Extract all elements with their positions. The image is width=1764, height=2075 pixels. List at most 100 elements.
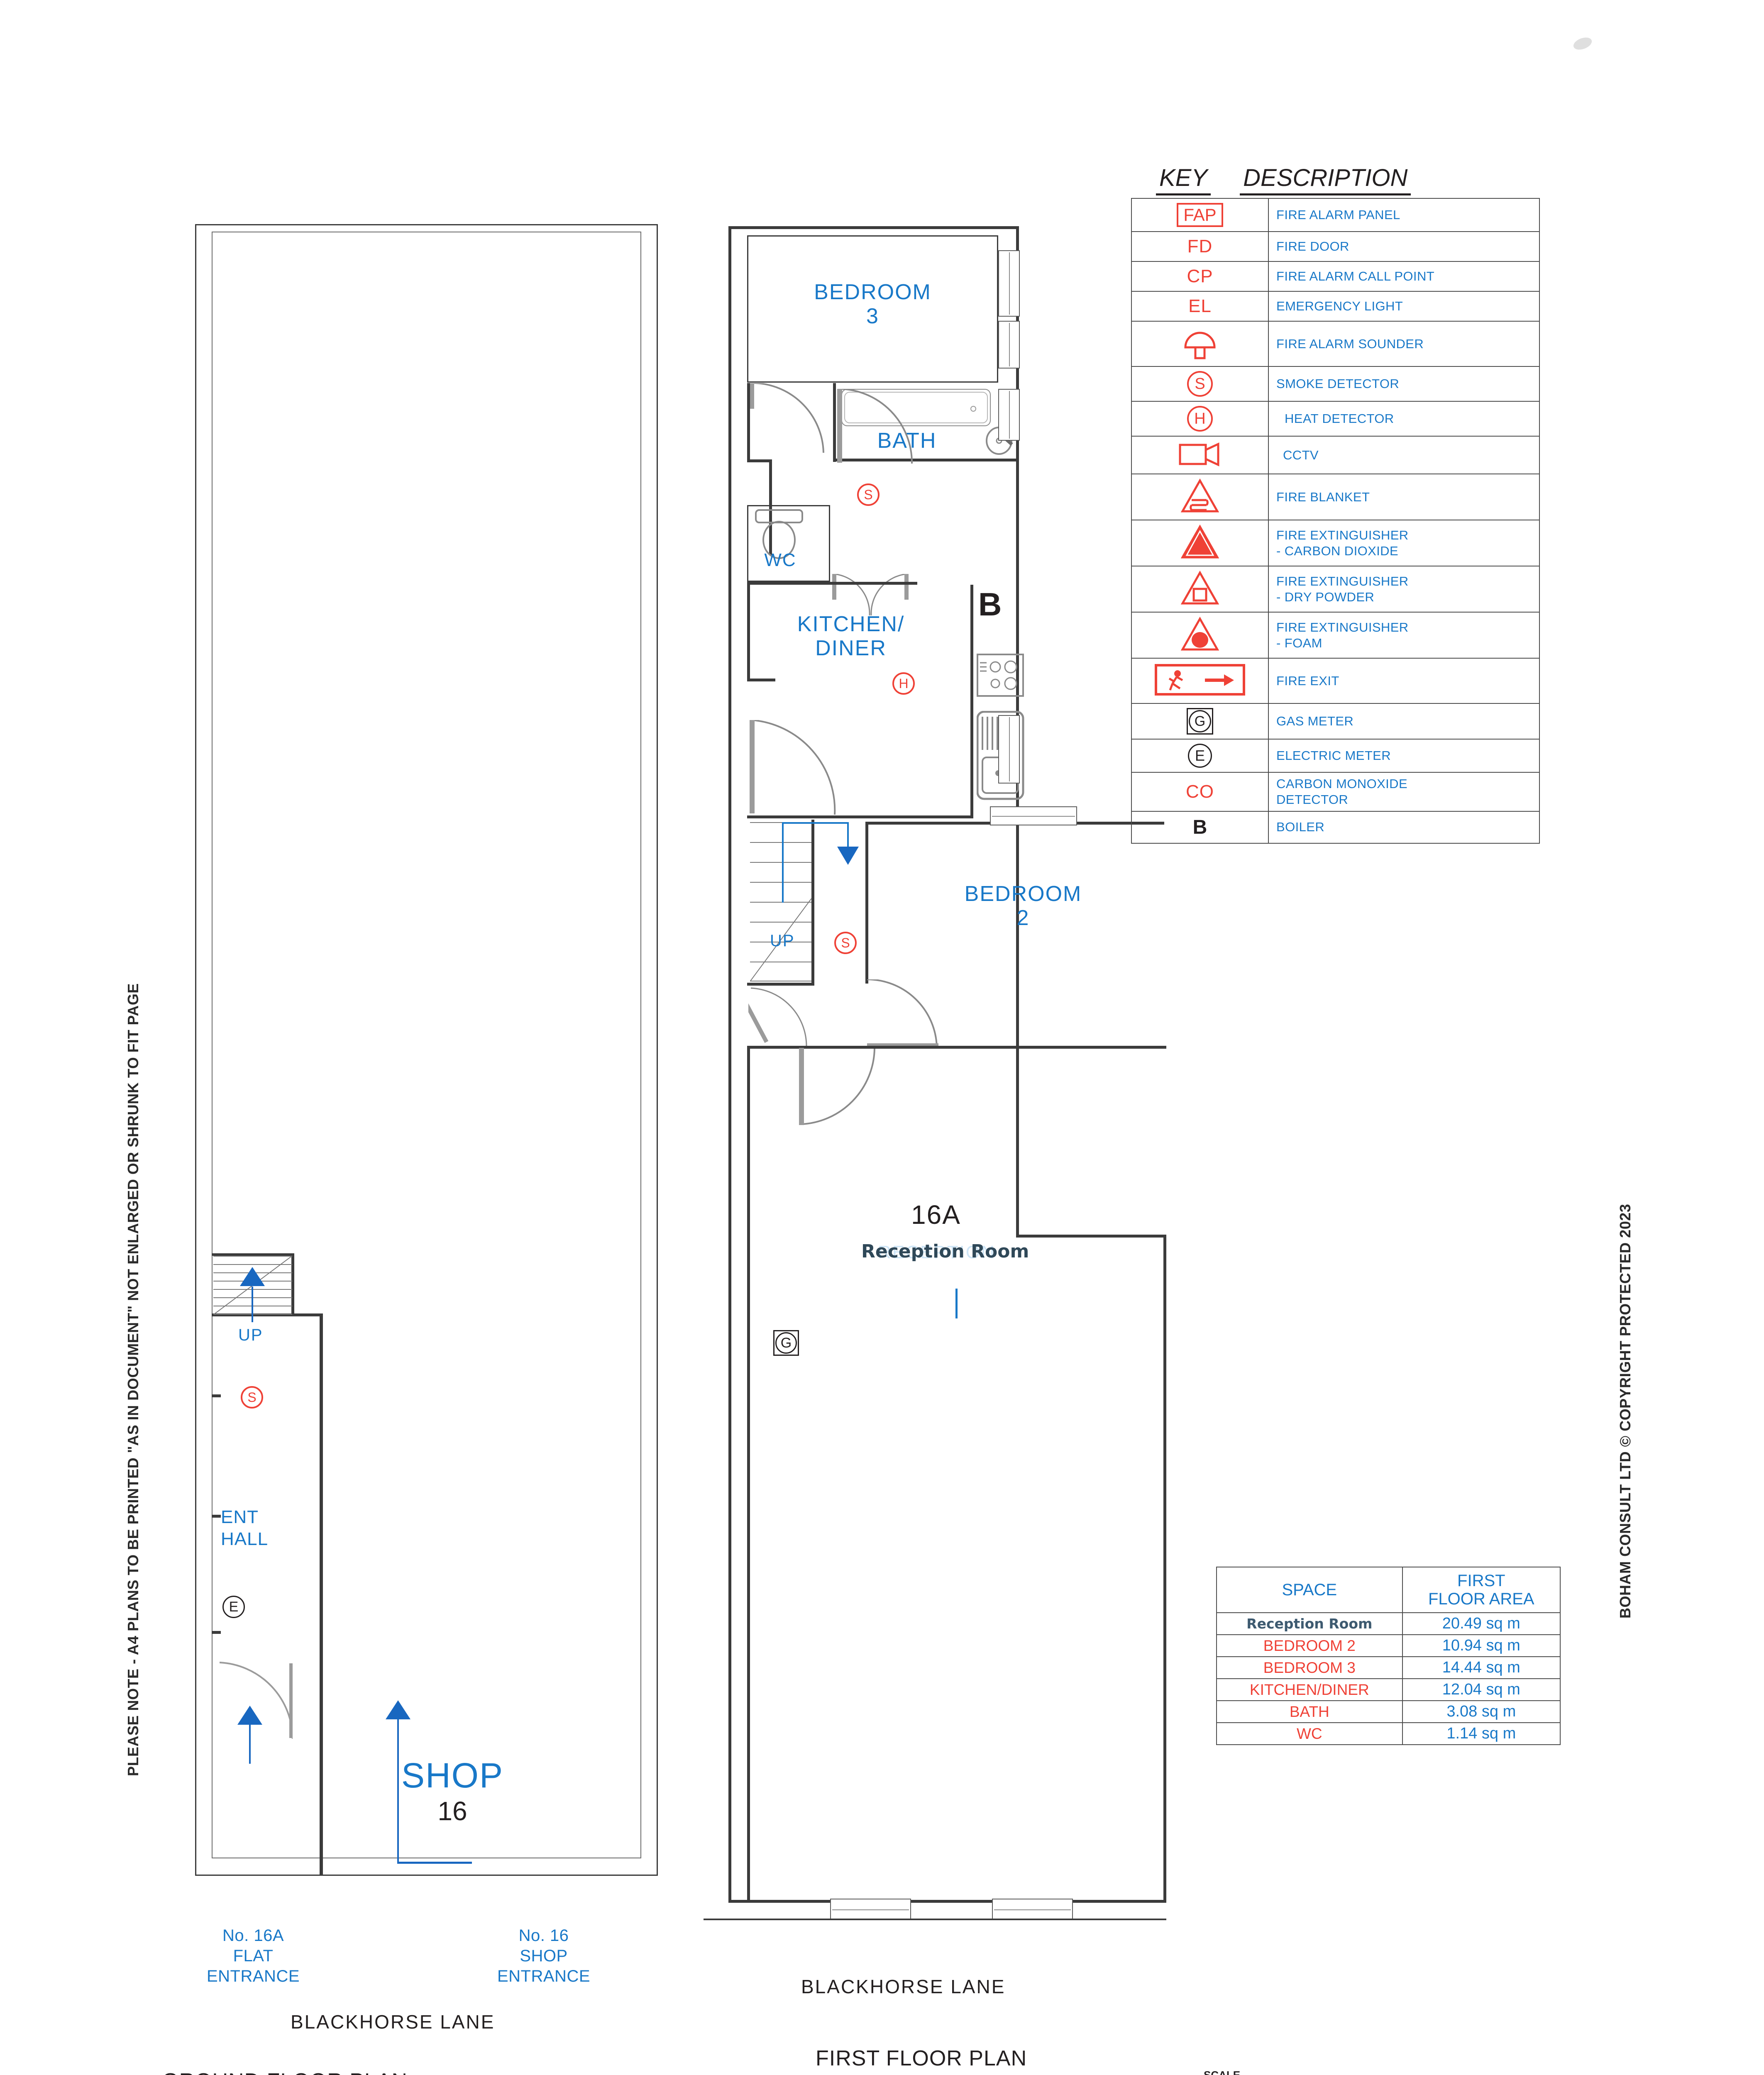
ff-rear-ext-wall [1016,1235,1165,1238]
key-desc: FIRE EXTINGUISHER - FOAM [1268,612,1540,659]
gf-ent-hall-line2: HALL [221,1528,269,1549]
ff-reception-left-wall [747,1046,750,1901]
ff-bedroom3-door-swing [749,383,824,453]
key-row: E ELECTRIC METER [1131,739,1540,773]
key-symbol-ext-co2 [1131,520,1269,566]
gf-caption: GROUND FLOOR PLAN SCALE 1:100 [162,2069,408,2075]
gf-shop-entrance-l1: No. 16 [518,1926,569,1945]
key-symbol-gas: G [1131,703,1269,740]
area-row: KITCHEN/DINER 12.04 sq m [1216,1678,1561,1701]
ff-outer-left-wall [728,226,731,1903]
ff-kitchen-right-wall [970,585,973,817]
key-row: H HEAT DETECTOR [1131,401,1540,437]
key-symbol-ext-dry [1131,566,1269,613]
area-col-area-l1: FIRST [1457,1572,1505,1590]
ff-kitchen-window [998,715,1020,784]
gf-hall-nib-2 [212,1515,221,1518]
ff-bath-bottom-wall [833,459,1018,461]
key-desc-l1: FIRE EXTINGUISHER [1276,620,1409,635]
gf-hall-top-wall [212,1313,323,1316]
key-row: CO CARBON MONOXIDE DETECTOR [1131,772,1540,812]
ff-front-cill [704,1919,1166,1920]
ff-gas-meter-letter: G [775,1332,797,1354]
ff-bath-left-wall [833,383,836,462]
electric-meter-icon: E [1188,744,1212,768]
ff-bath-door-swing [837,389,913,464]
key-desc: FIRE EXTINGUISHER - DRY POWDER [1268,566,1540,613]
area-value: 1.14 sq m [1402,1722,1561,1745]
gf-caption-title: GROUND FLOOR PLAN [162,2069,408,2075]
ff-landing-door-swing [748,987,807,1047]
key-desc-l2: DETECTOR [1276,792,1349,807]
key-row: FIRE EXTINGUISHER - DRY POWDER [1131,566,1540,613]
key-legend-header: KEY DESCRIPTION [1131,164,1540,198]
gf-shop-entrance-l2: SHOP [520,1946,568,1965]
key-header-key: KEY [1156,164,1211,195]
area-header-row: SPACE FIRST FLOOR AREA [1216,1567,1561,1613]
key-symbol-electric: E [1131,739,1269,773]
ff-kitchen-door-swing [750,720,836,815]
key-symbol-fap: FAP [1131,198,1269,232]
ff-bedroom3-window-2 [998,321,1020,369]
key-desc: CARBON MONOXIDE DETECTOR [1268,772,1540,812]
key-row: EL EMERGENCY LIGHT [1131,291,1540,322]
area-space: KITCHEN/DINER [1216,1678,1403,1701]
ff-down-arrow-head [837,847,859,865]
scale-bar-title: SCALE [1204,2069,1241,2075]
area-col-area-l2: FLOOR AREA [1428,1590,1534,1608]
area-value: 10.94 sq m [1402,1634,1561,1657]
key-legend: KEY DESCRIPTION FAP FIRE ALARM PANEL FD … [1131,164,1540,844]
gf-outer-wall [195,224,658,1876]
ff-caption-scale: SCALE 1:100 [816,2073,1027,2075]
key-row: G GAS METER [1131,703,1540,740]
scan-smudge [1571,35,1594,52]
key-symbol-ext-foam [1131,612,1269,659]
key-row: CCTV [1131,436,1540,474]
gf-shop-entrance-l3: ENTRANCE [497,1967,591,1985]
copyright-note: BOHAM CONSULT LTD © COPYRIGHT PROTECTED … [1617,1204,1634,1618]
ff-outer-top-wall [728,226,1019,229]
extinguisher-co2-icon [1180,524,1219,559]
call-point-icon: CP [1187,266,1213,286]
emergency-light-icon: EL [1188,296,1212,316]
ff-bedroom3-l2: 3 [866,304,879,329]
ff-stair-up-label: UP [770,932,795,950]
area-col-area: FIRST FLOOR AREA [1402,1567,1561,1613]
gf-up-arrow-head [240,1267,265,1286]
key-symbol-fd: FD [1131,231,1269,262]
heat-detector-icon: H [1187,406,1213,432]
area-value: 20.49 sq m [1402,1612,1561,1635]
key-symbol-smoke: S [1131,366,1269,402]
gf-stair-right-wall [291,1253,294,1316]
key-desc-l2: - CARBON DIOXIDE [1276,543,1399,558]
ff-reception-tick [955,1289,958,1318]
gf-hall-nib-3 [212,1631,221,1634]
ff-kitchen-label: KITCHEN/ DINER [753,612,948,660]
area-value: 3.08 sq m [1402,1700,1561,1723]
ff-bedroom2-left-wall [865,822,868,984]
ff-wc-label: WC [764,550,796,570]
gf-shop-entrance-arrow-stem [397,1718,399,1863]
key-desc: FIRE DOOR [1268,231,1540,262]
area-row: Reception Room 20.49 sq m [1216,1612,1561,1635]
area-space: WC [1216,1722,1403,1745]
extinguisher-dry-powder-icon [1180,570,1219,605]
key-legend-table: FAP FIRE ALARM PANEL FD FIRE DOOR CP FIR… [1131,198,1540,844]
ff-landing-left-wall2 [769,459,772,555]
ff-bedroom3-label: BEDROOM 3 [747,280,998,328]
key-row: FIRE BLANKET [1131,474,1540,520]
ff-bathtub-detail [844,392,988,423]
ff-stairs [750,822,811,981]
ff-outer-bottom-wall [728,1900,1166,1903]
ff-stair-diagonal [750,898,811,981]
key-row: CP FIRE ALARM CALL POINT [1131,261,1540,292]
gf-shop-outline [212,232,641,1858]
gf-street-label: BLACKHORSE LANE [291,2011,495,2033]
ff-landing-left-step [747,459,772,462]
key-symbol-cp: CP [1131,261,1269,292]
key-desc: FIRE EXTINGUISHER - CARBON DIOXIDE [1268,520,1540,566]
ff-reception-top-wall [747,1046,1166,1049]
gf-electric-meter-icon: E [222,1596,245,1618]
ff-kitchen-left-wall2 [747,582,750,681]
gf-shop-tag: SHOP 16 [374,1755,531,1826]
